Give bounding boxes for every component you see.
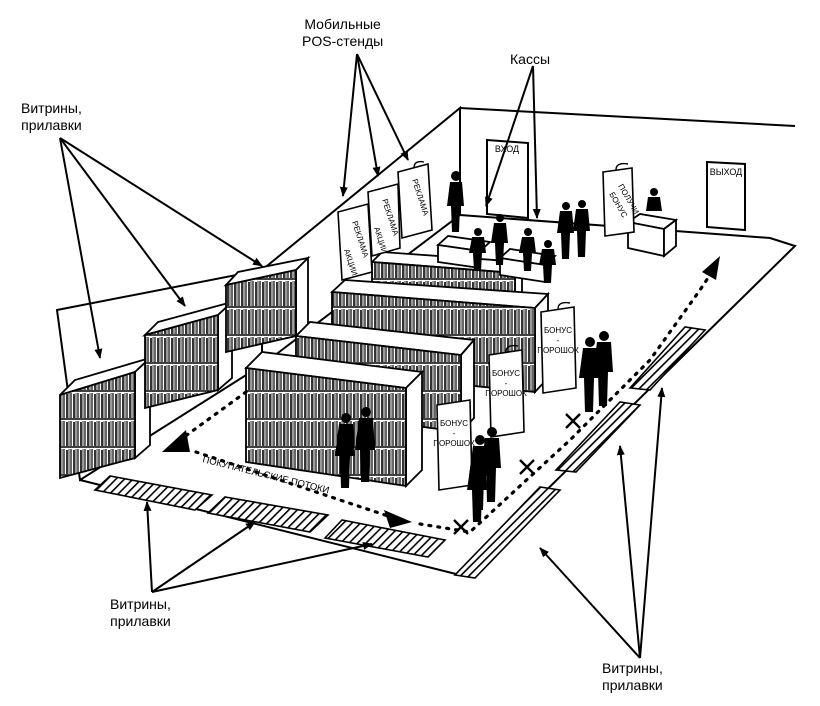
- bonus-sign-2: БОНУС - ПОРОШОК: [485, 344, 527, 438]
- svg-text:ПОРОШОК: ПОРОШОК: [485, 389, 527, 398]
- floor-counters: [93, 326, 707, 579]
- callout-arrows: [59, 53, 666, 659]
- svg-text:БОНУС: БОНУС: [492, 369, 520, 378]
- callout-showcases-bottom-left: Витрины, прилавки: [110, 596, 171, 629]
- svg-text:ПОРОШОК: ПОРОШОК: [433, 439, 475, 448]
- cash-desks: [435, 213, 679, 284]
- entrance-door: ВХОД: [486, 138, 529, 220]
- promo-stand: ПОЛУЧИ БОНУС: [602, 162, 641, 237]
- callout-showcases-top-left: Витрины, прилавки: [21, 100, 82, 133]
- callout-mobile-pos-stands: Мобильные POS-стенды: [302, 16, 384, 49]
- shelving-unit-1: [244, 351, 424, 489]
- flow-arrowheads: [162, 256, 720, 528]
- callout-cash-desks: Кассы: [510, 51, 551, 67]
- pos-stand-3: РЕКЛАМА: [397, 160, 433, 240]
- flow-markers-x: [453, 413, 581, 535]
- customer-flow-path: [178, 270, 714, 534]
- exit-label: ВЫХОД: [710, 167, 743, 177]
- entrance-label: ВХОД: [495, 144, 519, 154]
- svg-text:БОНУС: БОНУС: [440, 419, 468, 428]
- svg-text:БОНУС: БОНУС: [544, 326, 572, 335]
- svg-text:-: -: [453, 429, 456, 438]
- svg-text:-: -: [505, 379, 508, 388]
- svg-text:-: -: [557, 336, 560, 345]
- svg-text:ПОРОШОК: ПОРОШОК: [537, 346, 579, 355]
- pos-stand-2: РЕКЛАМА АКЦИИ: [367, 182, 401, 258]
- exit-door: ВЫХОД: [706, 160, 746, 232]
- bonus-sign-3: БОНУС - ПОРОШОК: [537, 301, 579, 394]
- bonus-sign-1: БОНУС - ПОРОШОК: [433, 399, 475, 491]
- shopper-silhouettes: [335, 171, 662, 522]
- callout-showcases-bottom-right: Витрины, прилавки: [602, 660, 663, 693]
- pos-stand-1: РЕКЛАМА АКЦИИ: [337, 202, 373, 282]
